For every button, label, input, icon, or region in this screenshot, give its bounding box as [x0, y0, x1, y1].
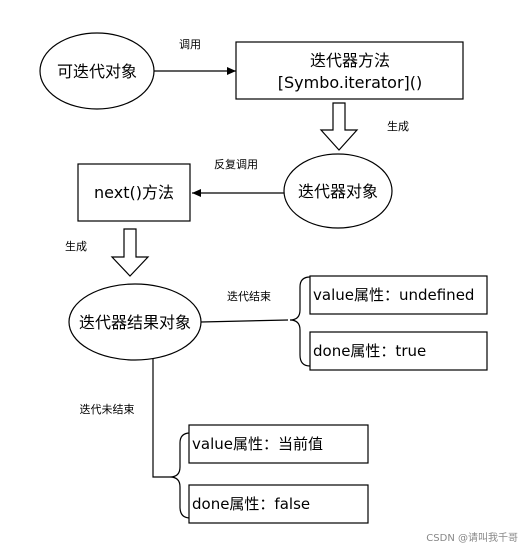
node-pending-value-label: value属性：当前值	[192, 435, 323, 453]
edge-iteration-not-done-label: 迭代未结束	[80, 403, 135, 416]
edge-repeat-call: 反复调用	[192, 157, 284, 197]
node-iterator-method: 迭代器方法 [Symbo.iterator]()	[235, 41, 464, 100]
node-pending-flag-label: done属性：false	[192, 495, 310, 513]
node-result-object: 迭代器结果对象	[68, 283, 202, 361]
node-iterator-method-line1: 迭代器方法	[310, 51, 390, 70]
edge-iteration-done: 迭代结束	[200, 290, 289, 323]
node-done-flag: done属性：true	[309, 331, 488, 371]
edge-generate-1-label: 生成	[387, 119, 409, 133]
brace-done	[289, 276, 311, 367]
block-arrow-generate-1: 生成	[319, 102, 409, 151]
node-iterable: 可迭代对象	[39, 32, 155, 110]
edge-call: 调用	[154, 38, 236, 75]
edge-repeat-call-label: 反复调用	[214, 157, 258, 171]
node-next-method-label: next()方法	[94, 183, 174, 202]
node-done-flag-label: done属性：true	[313, 342, 426, 360]
edge-iteration-not-done: 迭代未结束	[80, 359, 170, 478]
node-done-value: value属性：undefined	[309, 275, 488, 315]
node-pending-flag: done属性：false	[188, 484, 369, 524]
node-iterator-object-label: 迭代器对象	[298, 182, 378, 201]
node-result-object-label: 迭代器结果对象	[79, 313, 191, 332]
block-arrow-generate-2: 生成	[65, 228, 150, 277]
brace-pending	[169, 432, 191, 519]
node-pending-value: value属性：当前值	[188, 424, 369, 464]
node-iterator-object: 迭代器对象	[283, 153, 393, 229]
edge-generate-2-label: 生成	[65, 239, 87, 253]
edge-call-label: 调用	[179, 38, 201, 51]
watermark: CSDN @请叫我千哥	[426, 531, 518, 544]
edge-iteration-done-label: 迭代结束	[227, 290, 271, 303]
node-next-method: next()方法	[77, 163, 191, 222]
node-done-value-label: value属性：undefined	[313, 286, 474, 304]
node-iterable-label: 可迭代对象	[57, 62, 137, 81]
node-iterator-method-line2: [Symbo.iterator]()	[278, 73, 423, 92]
